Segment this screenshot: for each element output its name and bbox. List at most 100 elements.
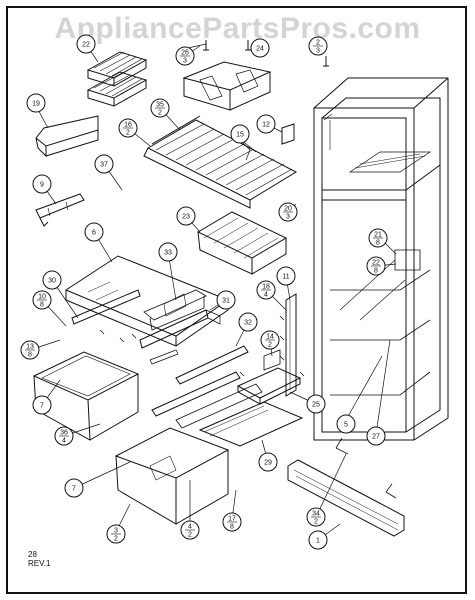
callout-circle — [366, 426, 386, 446]
callout-c4: 42 — [180, 520, 200, 540]
callout-quantity: 2 — [268, 342, 272, 349]
callout-c27: 27 — [366, 426, 386, 446]
callout-circle — [158, 242, 178, 262]
callout-c6: 6 — [84, 222, 104, 242]
callout-circle — [308, 530, 328, 550]
callout-c24: 24 — [250, 38, 270, 58]
callout-quantity: 2 — [126, 130, 130, 137]
callout-circle — [84, 222, 104, 242]
diagram-border — [6, 6, 467, 594]
toe-grille — [287, 437, 405, 537]
callout-c34: 342 — [306, 507, 326, 527]
callout-quantity: 3 — [316, 48, 320, 55]
callout-number: 23 — [182, 214, 190, 221]
callout-number: 35 — [156, 102, 164, 109]
callout-c26: 263 — [175, 46, 195, 66]
callout-c23: 23 — [176, 206, 196, 226]
callout-c10: 108 — [32, 290, 52, 310]
callout-c17: 178 — [222, 512, 242, 532]
callout-circle — [26, 93, 46, 113]
callout-number: 13 — [26, 344, 34, 351]
callout-c35: 352 — [150, 98, 170, 118]
callout-number: 6 — [92, 230, 96, 237]
callout-number: 15 — [236, 132, 244, 139]
callout-c9: 9 — [32, 174, 52, 194]
drawer-support — [198, 401, 304, 447]
callout-quantity: 2 — [114, 536, 118, 543]
callout-c7a: 7 — [32, 395, 52, 415]
callout-circle — [256, 114, 276, 134]
callout-quantity: 3 — [183, 58, 187, 65]
callout-number: 12 — [262, 122, 270, 129]
divider-rail — [263, 293, 297, 397]
callout-c36: 364 — [54, 426, 74, 446]
callout-number: 30 — [48, 278, 56, 285]
crisper-drawer-upper — [32, 351, 140, 441]
callout-circle — [94, 154, 114, 174]
callout-c15: 15 — [230, 124, 250, 144]
door-bin — [35, 115, 99, 158]
callout-number: 7 — [40, 403, 44, 410]
callout-number: 18 — [262, 284, 270, 291]
callout-number: 25 — [312, 402, 320, 409]
callout-c2: 23 — [308, 36, 328, 56]
door-shelf-rail — [35, 193, 85, 227]
callout-number: 26 — [181, 50, 189, 57]
callout-circle — [230, 124, 250, 144]
revision-code: 28 — [28, 550, 37, 559]
small-bracket — [281, 123, 295, 145]
callout-quantity: 3 — [286, 214, 290, 221]
callout-quantity: 2 — [188, 532, 192, 539]
callout-circle — [238, 312, 258, 332]
callout-circle — [42, 270, 62, 290]
callout-number: 21 — [374, 232, 382, 239]
crisper-drawer-lower — [114, 427, 230, 525]
callout-c20: 203 — [278, 202, 298, 222]
callout-c7b: 7 — [64, 478, 84, 498]
callout-number: 37 — [100, 162, 108, 169]
callout-c21: 218 — [368, 228, 388, 248]
callout-number: 32 — [244, 320, 252, 327]
callout-number: 29 — [264, 460, 272, 467]
callout-quantity: 4 — [62, 438, 66, 445]
callout-number: 2 — [316, 40, 320, 47]
callout-quantity: 2 — [314, 519, 318, 526]
callout-circle — [258, 452, 278, 472]
callout-circle — [216, 290, 236, 310]
callout-circle — [176, 206, 196, 226]
callout-c11: 11 — [276, 266, 296, 286]
callout-circle — [32, 174, 52, 194]
callout-c12: 12 — [256, 114, 276, 134]
callout-c30: 30 — [42, 270, 62, 290]
callout-circle — [250, 38, 270, 58]
ice-bucket — [182, 61, 272, 111]
callout-number: 36 — [60, 430, 68, 437]
callout-number: 5 — [344, 422, 348, 429]
callout-number: 3 — [114, 528, 118, 535]
callout-c16: 162 — [118, 118, 138, 138]
callout-circle — [64, 478, 84, 498]
callout-circle — [306, 394, 326, 414]
callout-quantity: 2 — [158, 110, 162, 117]
drawer-slides — [151, 345, 305, 429]
freezer-shelf — [143, 115, 298, 209]
callout-c22b: 228 — [366, 256, 386, 276]
callout-circle — [276, 266, 296, 286]
callout-number: 9 — [40, 182, 44, 189]
callout-c1: 1 — [308, 530, 328, 550]
callout-number: 20 — [284, 206, 292, 213]
callout-number: 4 — [188, 524, 192, 531]
callout-number: 16 — [124, 122, 132, 129]
callout-c5: 5 — [336, 414, 356, 434]
callout-number: 34 — [312, 511, 320, 518]
callout-c37: 37 — [94, 154, 114, 174]
callout-c32: 32 — [238, 312, 258, 332]
callout-c18: 184 — [256, 280, 276, 300]
callout-quantity: 8 — [40, 302, 44, 309]
callout-quantity: 8 — [376, 240, 380, 247]
callout-c19: 19 — [26, 93, 46, 113]
callout-number: 24 — [256, 46, 264, 53]
